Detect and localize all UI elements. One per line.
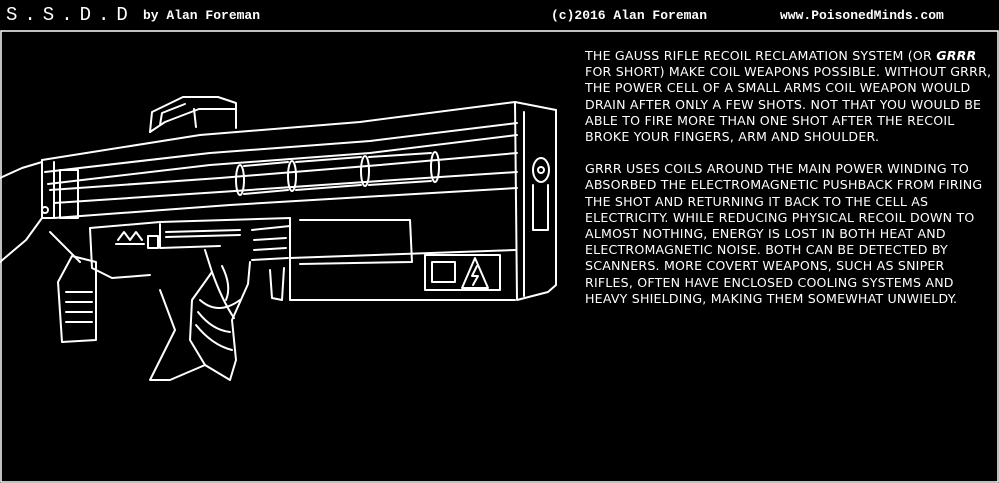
caption-paragraph-1: The Gauss Rifle Recoil Reclamation Syste… bbox=[585, 48, 992, 145]
series-title: S.S.D.D bbox=[6, 4, 135, 26]
rifle-barrel-shroud bbox=[41, 101, 557, 219]
site-url: www.PoisonedMinds.com bbox=[780, 8, 944, 23]
rear-bracket bbox=[41, 159, 79, 219]
grrr-emphasis: GRRR bbox=[936, 48, 977, 63]
rifle-stock bbox=[0, 161, 81, 263]
panel-border bbox=[0, 30, 999, 483]
power-cell-housing bbox=[289, 217, 516, 301]
comic-header: S.S.D.D by Alan Foreman (c)2016 Alan For… bbox=[0, 0, 999, 30]
copyright-notice: (c)2016 Alan Foreman bbox=[551, 8, 708, 23]
series-byline: by Alan Foreman bbox=[143, 8, 261, 23]
caption-text: The Gauss Rifle Recoil Reclamation Syste… bbox=[585, 48, 995, 323]
caption-paragraph-2: GRRR uses coils around the main power wi… bbox=[585, 161, 983, 306]
rifle-scope bbox=[149, 96, 237, 133]
rifle-magazine bbox=[57, 255, 97, 343]
rifle-receiver bbox=[89, 217, 291, 301]
gauss-rifle-illustration: AA bbox=[0, 96, 557, 381]
muzzle-block bbox=[514, 101, 557, 301]
pistol-grip bbox=[149, 249, 251, 381]
